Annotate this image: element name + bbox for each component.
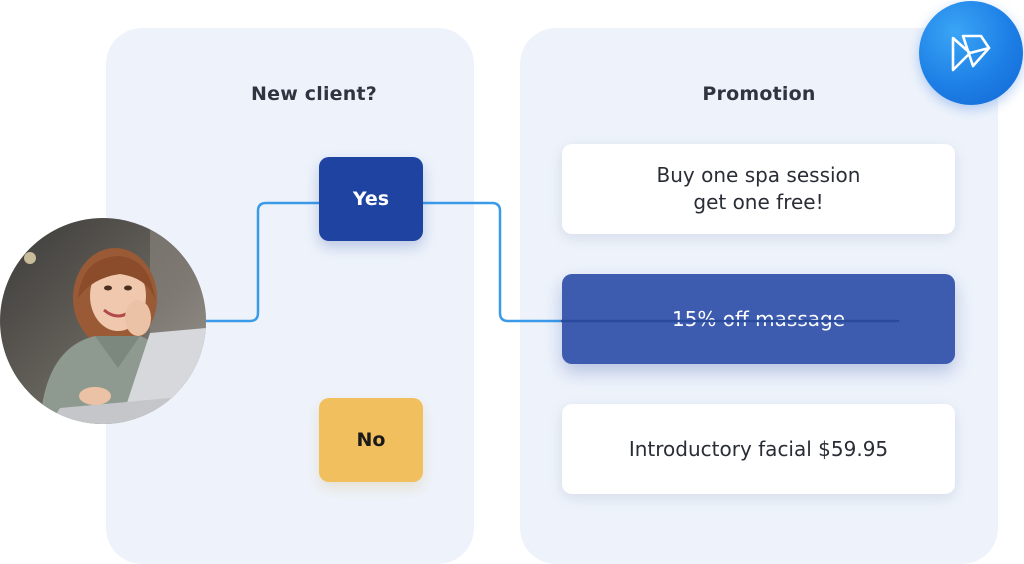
client-avatar — [0, 218, 206, 424]
promotion-item[interactable]: Buy one spa session get one free! — [562, 144, 955, 234]
decision-title: New client? — [251, 83, 377, 105]
yes-button[interactable]: Yes — [319, 157, 423, 241]
promotion-title: Promotion — [702, 83, 816, 105]
promotion-label: Introductory facial $59.95 — [628, 436, 889, 461]
promotion-label: 15% off massage — [671, 306, 846, 331]
promotion-item-selected[interactable]: 15% off massage — [562, 274, 955, 364]
brand-logo-icon — [951, 34, 991, 72]
promotion-label: Buy one spa session get one free! — [656, 163, 861, 214]
no-button[interactable]: No — [319, 398, 423, 482]
client-photo-icon — [0, 218, 206, 424]
brand-logo-badge — [919, 1, 1023, 105]
promotion-item[interactable]: Introductory facial $59.95 — [562, 404, 955, 494]
